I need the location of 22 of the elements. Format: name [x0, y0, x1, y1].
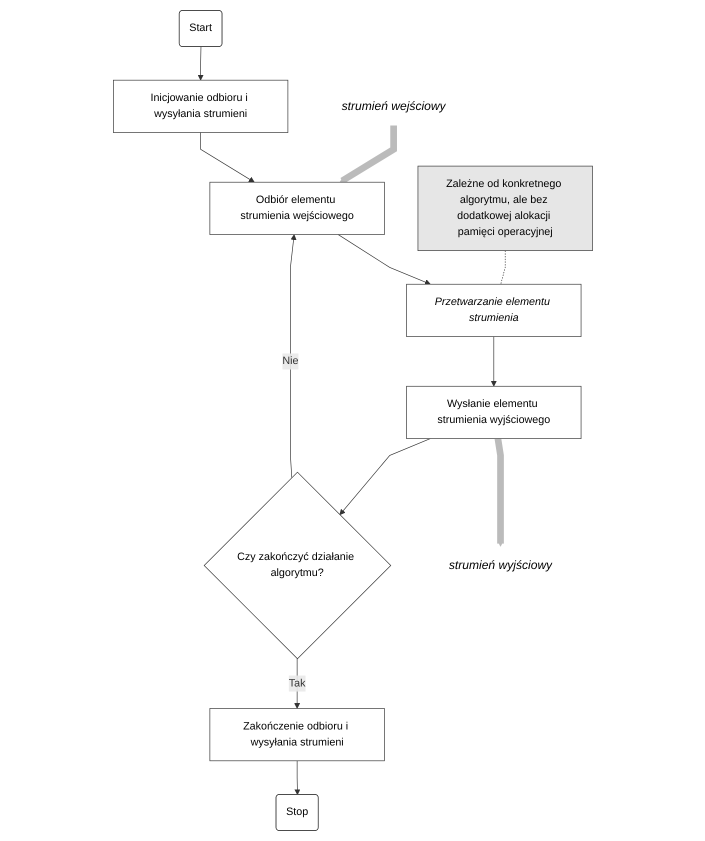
node-box: Zależne od konkretnego algorytmu, ale bez dodatkowej alokacji pamięci operacyjnej: [417, 166, 592, 251]
node-text: strumień wyjściowy: [448, 558, 552, 572]
arrow: [294, 658, 300, 709]
arrow: [337, 234, 430, 285]
arrow: [294, 760, 300, 795]
node-box: Odbiór elementu strumienia wejściowego: [209, 182, 384, 235]
node-diamond: Czy zakończyć działanie algorytmu?: [203, 472, 391, 660]
node-box: Inicjowanie odbioru i wysyłania strumieni: [112, 80, 288, 133]
arrow: [197, 46, 204, 80]
node-box: Zakończenie odbioru i wysyłania strumieni: [209, 708, 384, 762]
arrow: [290, 234, 296, 478]
arrow: [494, 438, 504, 547]
arrow: [339, 125, 397, 184]
arrow: [339, 438, 430, 516]
node-text: strumień wejściowy: [341, 99, 446, 113]
node-box: Przetwarzanie elementu strumienia: [406, 284, 581, 337]
node-box: Wysłanie elementu strumienia wyjściowego: [406, 386, 581, 439]
arrow: [200, 132, 254, 182]
connector: [500, 250, 506, 285]
edge-label: Nie: [282, 355, 298, 367]
arrow: [490, 336, 496, 387]
edge-label: Tak: [288, 678, 306, 689]
